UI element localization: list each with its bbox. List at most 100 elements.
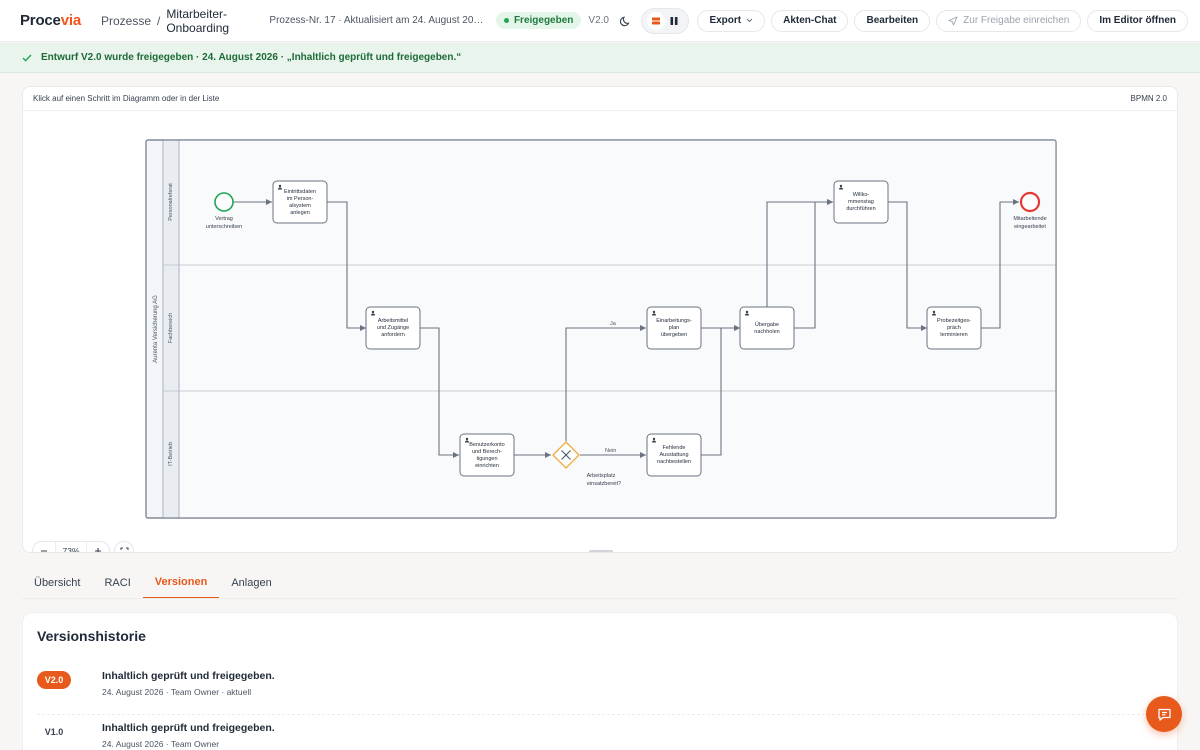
task-fehlende-ausstattung[interactable]: Fehlende Ausstattung nachbestellen [646,433,702,477]
user-icon [745,310,749,314]
task-uebergabe[interactable]: Übergabe nachholen [739,306,795,350]
svg-text:und Zugänge: und Zugänge [377,325,409,331]
svg-text:nachholen: nachholen [754,329,779,335]
version-message: Inhaltlich geprüft und freigegeben. [102,670,275,682]
task-willkommenstag[interactable]: Willko- mmenstag durchführen [833,180,889,224]
task-arbeitsmittel[interactable]: Arbeitsmittel und Zugänge anfordern [365,306,421,350]
theme-toggle-button[interactable] [617,10,635,32]
fullscreen-icon [120,547,128,550]
sequence-flows [233,199,1019,458]
zoom-out-button[interactable] [33,542,55,552]
open-editor-button[interactable]: Im Editor öffnen [1087,9,1188,32]
task-probezeitgespraech[interactable]: Probezeitges- präch terminieren [926,306,982,350]
user-icon [932,310,936,314]
approval-banner: Entwurf V2.0 wurde freigegeben · 24. Aug… [0,43,1200,73]
check-icon [22,54,32,62]
lane-label: IT-Betrieb [168,442,174,466]
svg-text:terminieren: terminieren [940,332,968,338]
akten-chat-button[interactable]: Akten-Chat [771,9,849,32]
breadcrumb-separator: / [157,13,161,28]
start-event[interactable]: Vertrag unterschreiben [206,192,242,230]
version-history-title: Versionshistorie [37,628,146,644]
svg-text:anlegen: anlegen [290,210,310,216]
status-badge: Freigegeben [495,12,582,29]
svg-text:Arbeitsplatz: Arbeitsplatz [587,473,616,479]
svg-text:Willko-: Willko- [853,192,870,198]
resize-handle[interactable] [589,550,613,552]
process-meta: Prozess-Nr. 17 · Aktualisiert am 24. Aug… [269,15,486,26]
chat-fab-button[interactable] [1146,696,1182,732]
svg-text:durchführen: durchführen [846,206,875,212]
svg-text:nachbestellen: nachbestellen [657,459,691,465]
svg-text:Einarbeitungs-: Einarbeitungs- [656,318,692,324]
columns-icon [670,16,678,25]
edit-button[interactable]: Bearbeiten [854,9,931,32]
svg-text:eingearbeitet: eingearbeitet [1014,224,1046,230]
tab-uebersicht[interactable]: Übersicht [34,576,81,589]
horizontal-view-button[interactable] [647,11,666,30]
zoom-controls: 73% [32,541,134,552]
lane-header-strip [163,140,179,518]
svg-text:Ausstattung: Ausstattung [659,452,688,458]
lane-label: Fachbereich [168,313,174,343]
export-button[interactable]: Export [697,9,766,32]
task-eintrittsdaten[interactable]: Eintrittsdaten im Person- alsystem anleg… [272,180,328,224]
version-message: Inhaltlich geprüft und freigegeben. [102,722,275,734]
zoom-in-button[interactable] [87,542,109,552]
banner-text: Entwurf V2.0 wurde freigegeben · 24. Aug… [41,52,462,63]
plus-icon [95,548,101,552]
chevron-down-icon [746,18,753,23]
status-dot [503,18,509,23]
svg-text:Übergabe: Übergabe [755,321,779,328]
fit-view-button[interactable] [114,541,134,552]
version-label: V2.0 [588,15,609,26]
svg-text:und Berech-: und Berech- [472,449,502,455]
user-icon [652,437,656,441]
pool-label: Aurenta Versicherung AG [153,295,159,363]
version-history-card: Versionshistorie V2.0 Inhaltlich geprüft… [22,612,1178,750]
tab-divider [22,598,1178,599]
rows-icon [652,17,661,24]
bpmn-diagram: Aurenta Versicherung AG Personalreferat … [145,139,1057,519]
svg-text:einrichten: einrichten [475,463,499,469]
svg-text:Arbeitsmittel: Arbeitsmittel [378,318,408,324]
task-einarbeitungsplan[interactable]: Einarbeitungs- plan übergeben [646,306,702,350]
task-benutzerkonto[interactable]: Benutzerkonto und Berech- tigungen einri… [459,433,515,477]
tab-anlagen[interactable]: Anlagen [231,576,272,589]
svg-text:Vertrag: Vertrag [215,216,233,222]
version-badge: V2.0 [37,671,71,689]
svg-text:Probezeitges-: Probezeitges- [937,318,971,324]
svg-text:einsatzbereit?: einsatzbereit? [587,481,621,487]
breadcrumb-root[interactable]: Prozesse [100,13,151,28]
svg-text:unterschreiben: unterschreiben [206,224,242,230]
svg-text:Fehlende: Fehlende [663,445,686,451]
svg-text:Benutzerkonto: Benutzerkonto [469,442,504,448]
tab-raci[interactable]: RACI [104,576,131,589]
user-icon [278,184,282,188]
user-icon [371,310,375,314]
version-row[interactable]: V1.0 Inhaltlich geprüft und freigegeben.… [37,717,1165,750]
breadcrumb: Prozesse / Mitarbeiter-Onboarding [101,7,259,35]
exclusive-gateway[interactable]: Arbeitsplatz einsatzbereit? [552,441,621,487]
app-logo[interactable]: Procevia [20,12,81,29]
breadcrumb-current: Mitarbeiter-Onboarding [166,6,230,35]
diagram-canvas[interactable]: Aurenta Versicherung AG Personalreferat … [23,111,1177,552]
svg-text:Eintrittsdaten: Eintrittsdaten [284,189,316,195]
top-bar: Procevia Prozesse / Mitarbeiter-Onboardi… [0,0,1200,42]
diagram-hint: Klick auf einen Schritt im Diagramm oder… [33,94,220,103]
end-event[interactable]: Mitarbeitende eingearbeitet [1013,191,1047,230]
svg-text:plan: plan [669,325,679,331]
svg-text:anfordern: anfordern [381,332,405,338]
zoom-group: 73% [32,541,110,552]
svg-text:Mitarbeitende: Mitarbeitende [1013,216,1046,222]
svg-text:übergeben: übergeben [661,332,687,338]
vertical-view-button[interactable] [665,12,683,30]
user-icon [652,310,656,314]
version-row[interactable]: V2.0 Inhaltlich geprüft und freigegeben.… [37,665,1165,715]
diagram-card: Klick auf einen Schritt im Diagramm oder… [22,86,1178,553]
tab-versionen[interactable]: Versionen [142,566,220,599]
send-icon [948,16,958,25]
version-meta: 24. August 2026 · Team Owner [102,739,220,749]
version-badge: V1.0 [44,727,64,737]
submit-for-approval-button[interactable]: Zur Freigabe einreichen [936,9,1082,32]
